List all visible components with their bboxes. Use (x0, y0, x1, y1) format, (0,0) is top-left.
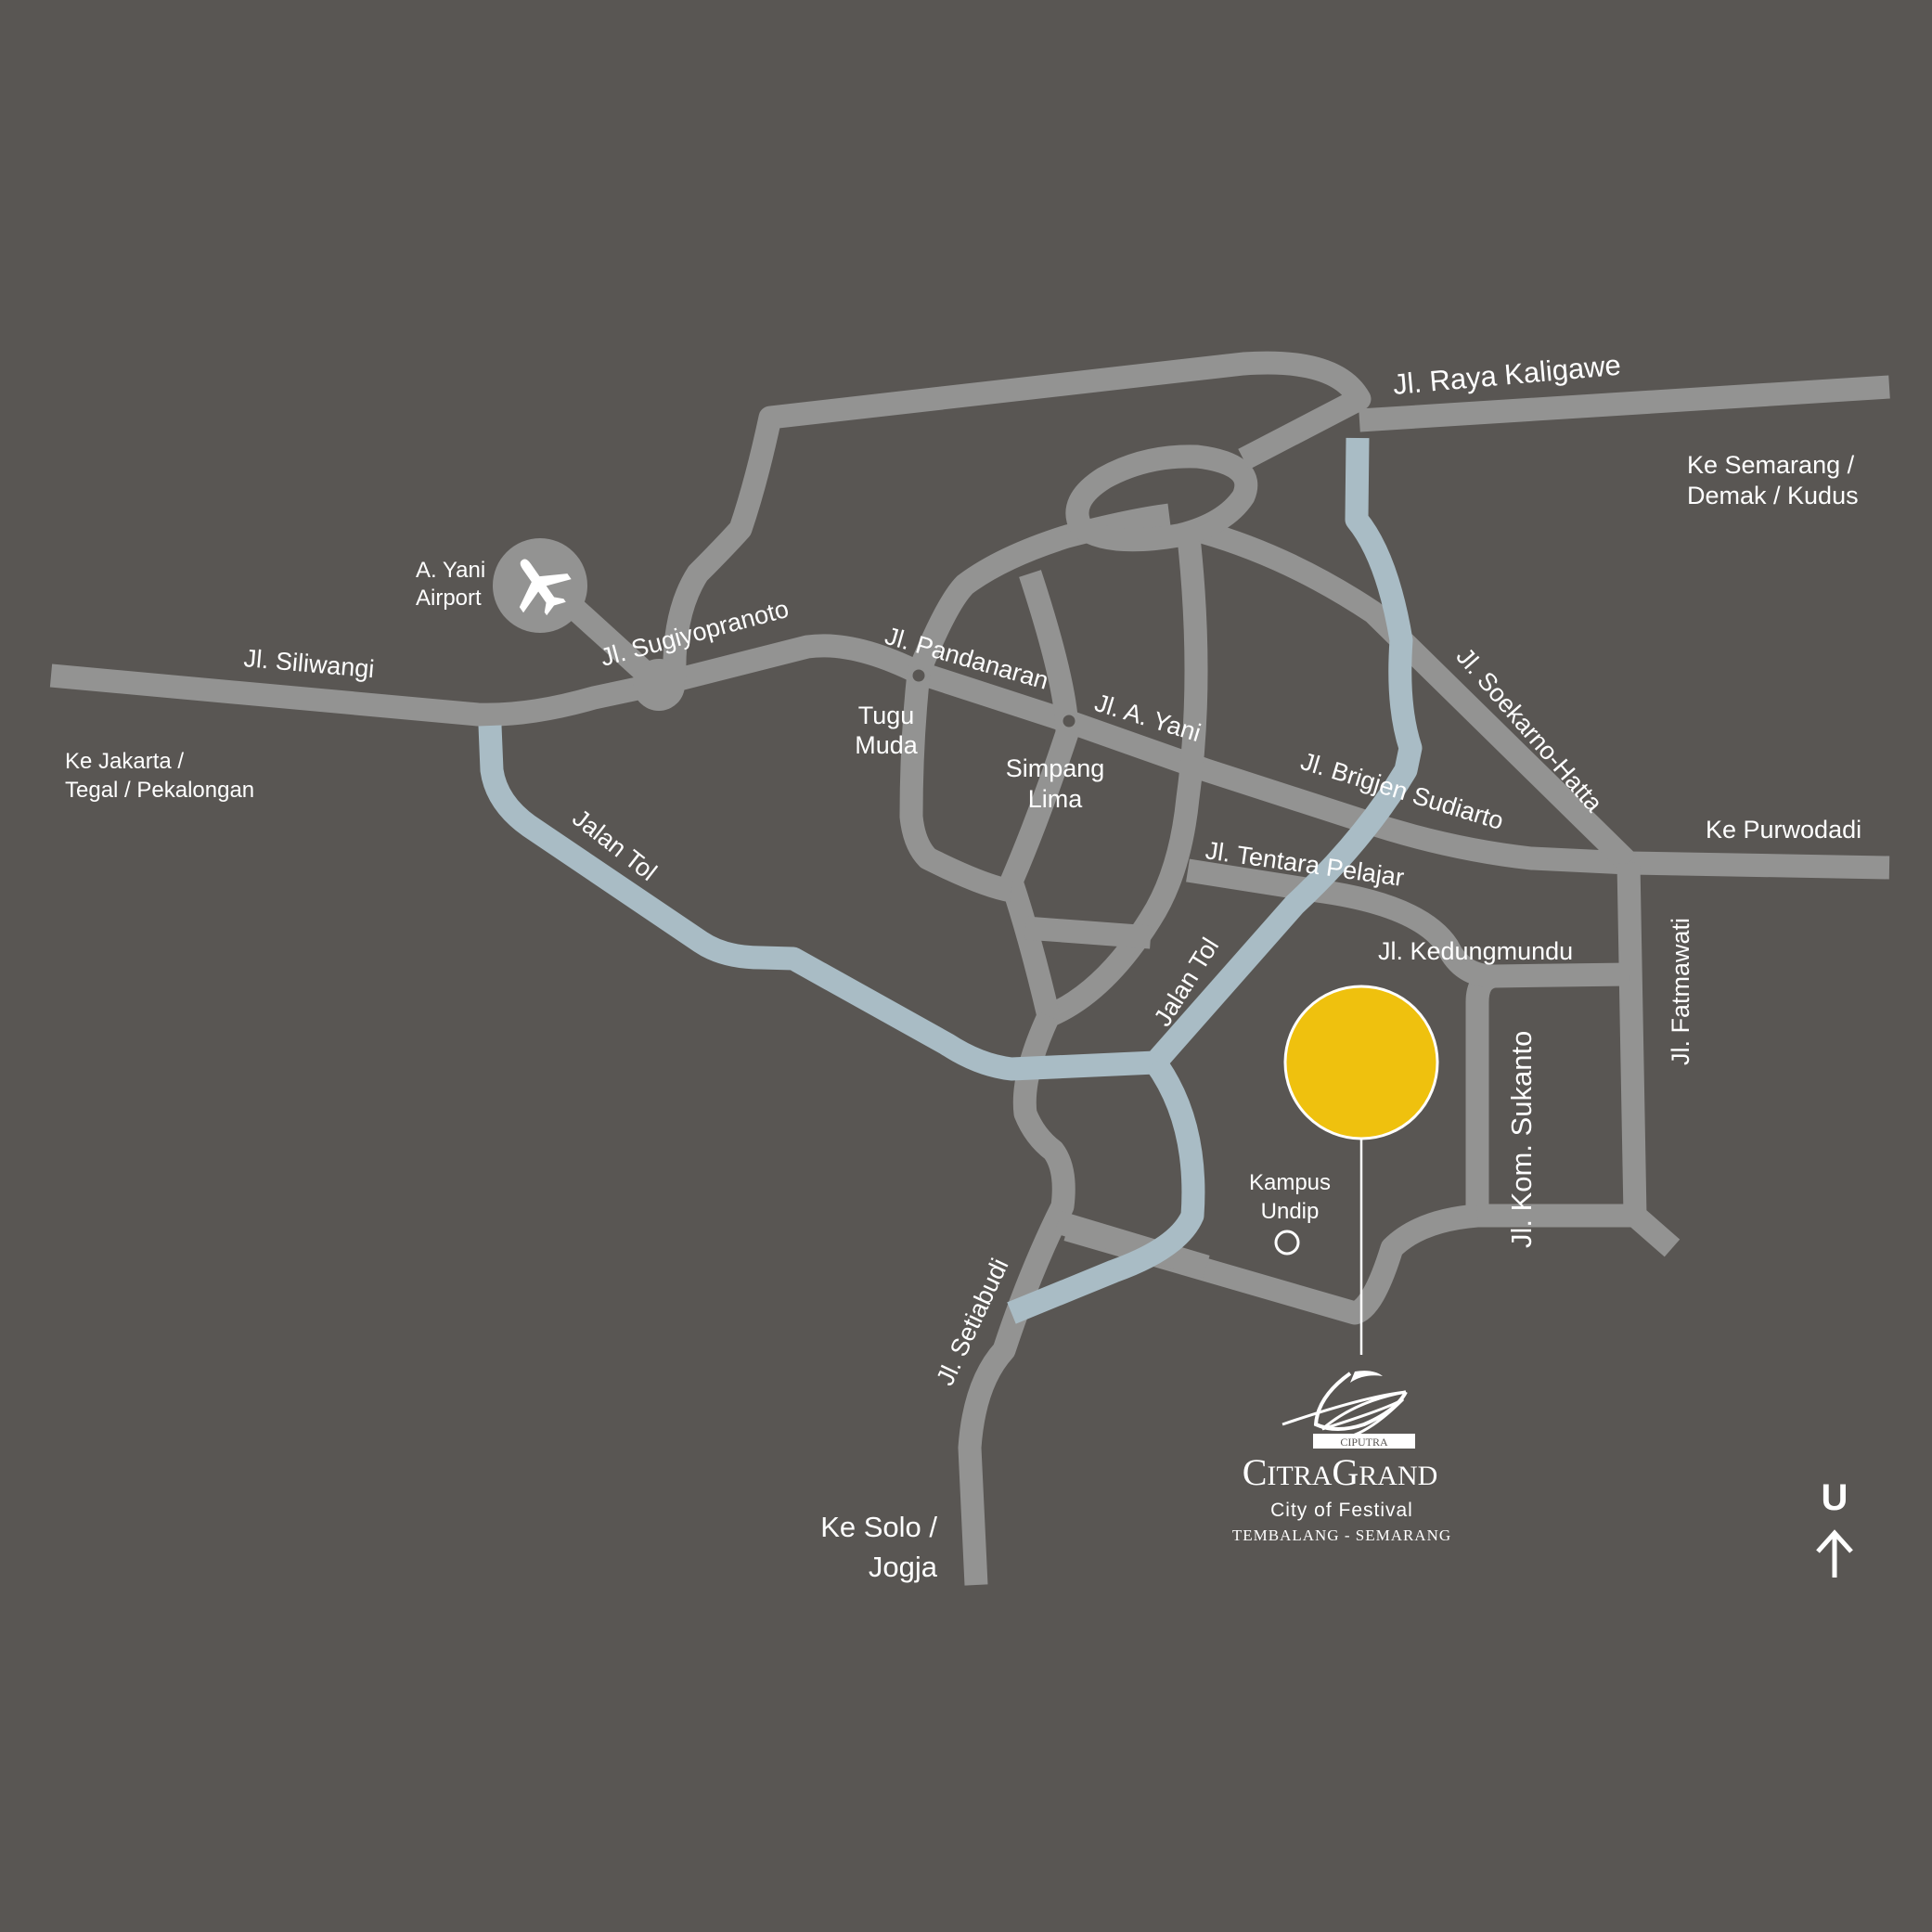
label-simpang-line2: Lima (1028, 785, 1084, 813)
label-tugu-line1: Tugu (858, 702, 915, 729)
label-solo-line1: Ke Solo / (820, 1511, 937, 1543)
road-kedungmundu (1186, 858, 1495, 988)
label-semarang-line2: Demak / Kudus (1687, 482, 1859, 509)
ciputra-text: CIPUTRA (1340, 1436, 1388, 1449)
road-roundabout (1065, 444, 1258, 552)
road-center-north (908, 503, 1171, 677)
road-to-purwodadi (1628, 851, 1890, 880)
road-south-loop (1063, 1204, 1479, 1325)
road-siliwangi (49, 663, 671, 727)
place-labels: Tugu Muda Simpang Lima Kampus Undip (855, 702, 1331, 1224)
direction-labels: Ke Semarang / Demak / Kudus Ke Jakarta /… (65, 451, 1861, 1583)
toll-west (478, 437, 1423, 1081)
ciputra-swoosh-icon (1282, 1371, 1408, 1438)
junction-simpang-lima (1060, 712, 1078, 730)
label-semarang-line1: Ke Semarang / (1687, 451, 1855, 479)
junction-tugu-muda (909, 666, 928, 685)
brand-tagline: City of Festival (1270, 1500, 1413, 1521)
road-cross-south (1054, 1211, 1210, 1278)
label-jakarta-line2: Tegal / Pekalongan (65, 778, 254, 803)
road-pandanaran (915, 662, 1071, 732)
brand-location: TEMBALANG - SEMARANG (1232, 1526, 1451, 1544)
label-kedungmundu: Jl. Kedungmundu (1378, 937, 1573, 965)
road-network (49, 351, 1890, 1586)
airplane-icon (519, 559, 572, 616)
brand-name: CITRAGRAND (1243, 1451, 1438, 1493)
road-north-loop (663, 351, 1372, 678)
kampus-undip-marker (1274, 1230, 1300, 1256)
compass-letter: U (1822, 1477, 1848, 1518)
junction-sugiyopranoto (633, 659, 685, 711)
label-tugu-line2: Muda (855, 731, 919, 759)
label-kampus-line1: Kampus (1249, 1170, 1331, 1195)
label-fatmawati: Jl. Fatmawati (1667, 918, 1694, 1065)
marker-circle (1283, 985, 1439, 1140)
label-purwodadi: Ke Purwodadi (1706, 816, 1861, 844)
north-arrow-icon (1816, 1529, 1853, 1578)
label-jakarta-line1: Ke Jakarta / (65, 749, 184, 774)
label-solo-line2: Jogja (869, 1551, 938, 1583)
compass: U (1816, 1477, 1853, 1578)
label-kom-sukanto: Jl. Kom. Sukanto (1505, 1031, 1538, 1248)
airport-label-line1: A. Yani (416, 558, 485, 583)
road-raya-kaligawe (1359, 375, 1890, 432)
label-kampus-line2: Undip (1261, 1199, 1320, 1224)
road-sugiyopranoto (664, 634, 924, 694)
airport: A. Yani Airport (416, 538, 587, 633)
road-setiabudi (958, 1011, 1075, 1586)
road-soekarno-hatta (1198, 520, 1637, 871)
toll-south (1007, 1055, 1205, 1324)
ciputra-badge (1313, 1434, 1415, 1449)
label-simpang-line1: Simpang (1006, 754, 1105, 782)
citragrand-logo: CIPUTRA CITRAGRAND City of Festival TEMB… (1232, 1371, 1451, 1544)
toll-road (478, 437, 1423, 1324)
airport-label-line2: Airport (416, 586, 482, 611)
road-tentara-pelajar (1043, 527, 1208, 1027)
road-tugu-west (899, 671, 1014, 903)
project-location-marker (1283, 985, 1439, 1355)
road-cross-middle (1024, 916, 1152, 949)
